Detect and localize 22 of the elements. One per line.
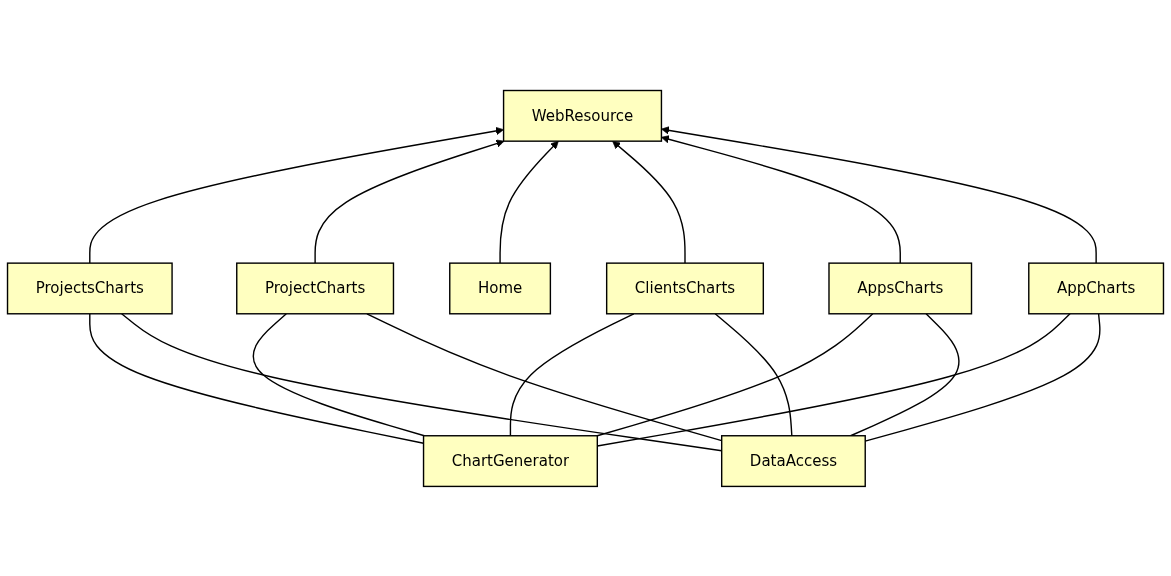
connector (252, 312, 426, 436)
node-box: DataAccess (721, 434, 866, 487)
arrow (661, 125, 1097, 264)
node-box: WebResource (502, 89, 663, 142)
node-box: ClientsCharts (605, 261, 765, 315)
arrow (499, 140, 559, 264)
node-box: ProjectCharts (236, 261, 395, 315)
node-box: ChartGenerator (422, 434, 598, 487)
arrow (89, 126, 504, 264)
node-box: ProjectsCharts (6, 261, 173, 315)
connector (509, 312, 635, 436)
arrow (314, 139, 505, 264)
connector (89, 312, 425, 444)
connector (596, 312, 874, 436)
connector (849, 312, 960, 436)
node-box: AppsCharts (828, 261, 973, 315)
arrow (661, 134, 901, 264)
node-box: AppCharts (1028, 261, 1165, 315)
node-box: Home (449, 261, 552, 315)
connector (714, 312, 793, 436)
connector (596, 312, 1071, 447)
arrow (612, 140, 686, 264)
